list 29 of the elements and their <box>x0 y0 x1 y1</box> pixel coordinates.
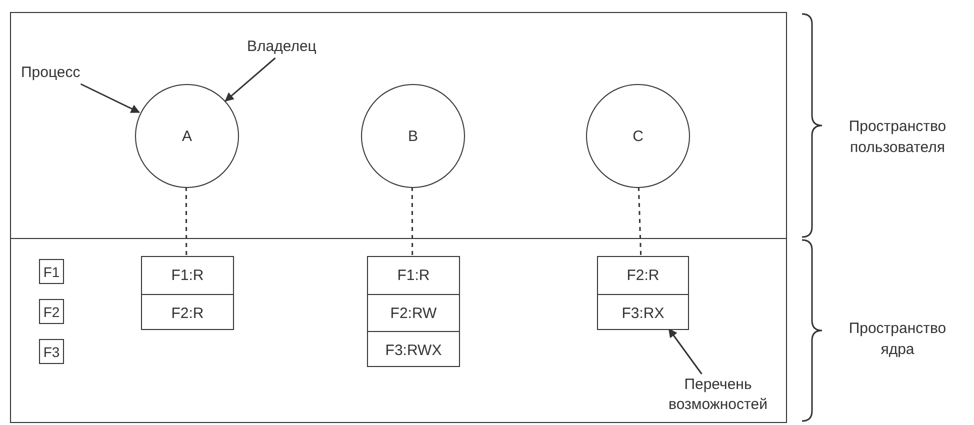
capability-list <box>141 256 234 330</box>
process-circle: C <box>586 84 690 188</box>
capability-entry: F2:RW <box>368 294 459 331</box>
kernel-space-region <box>10 238 787 423</box>
capability-list <box>367 256 460 367</box>
brace-label: Пространство ядра <box>848 319 948 360</box>
file-box: F3 <box>39 339 64 364</box>
file-box: F2 <box>39 299 64 324</box>
callout-text: Перечень возможностей <box>653 375 783 417</box>
capability-entry: F2:R <box>142 294 233 331</box>
dashed-connector <box>638 186 642 256</box>
callout-text: Процесс <box>21 63 97 85</box>
dashed-connector <box>185 187 188 255</box>
capability-entry: F3:RWX <box>368 331 459 368</box>
arrow <box>224 57 276 102</box>
process-circle: A <box>135 84 239 188</box>
capability-entry: F1:R <box>142 257 233 294</box>
capability-list <box>597 256 689 330</box>
brace-label: Пространство пользователя <box>848 117 948 158</box>
capability-entry: F3:RX <box>598 294 688 331</box>
arrow <box>668 328 702 374</box>
arrow <box>80 83 140 113</box>
callout-text: Владелец <box>247 37 331 59</box>
dashed-connector <box>411 187 414 255</box>
file-box: F1 <box>39 259 64 284</box>
capability-entry: F1:R <box>368 257 459 294</box>
process-circle: B <box>361 84 465 188</box>
user-space-region <box>10 12 787 239</box>
capability-entry: F2:R <box>598 257 688 294</box>
